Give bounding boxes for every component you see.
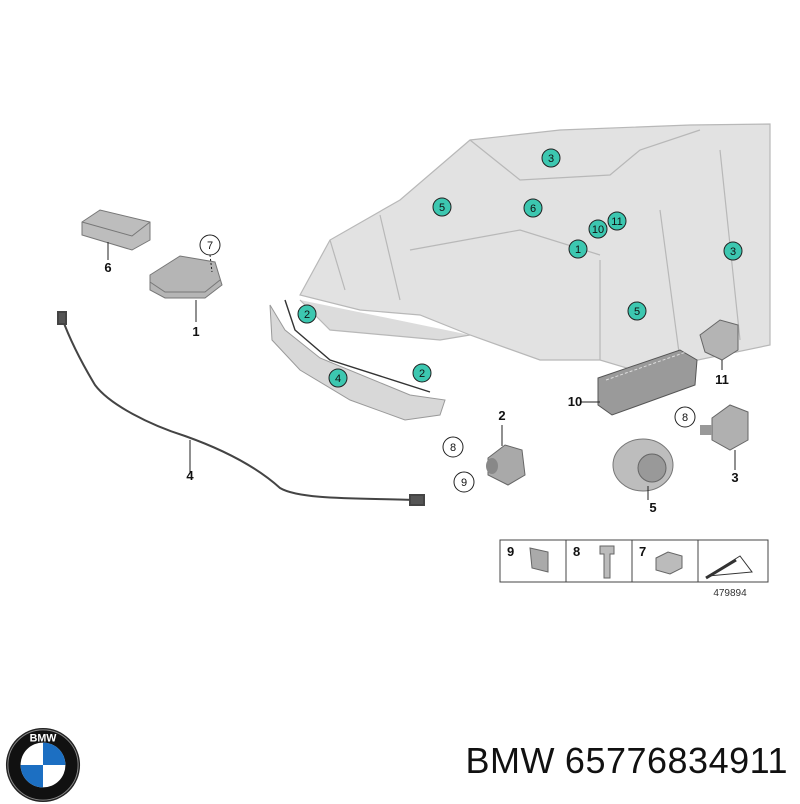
bumper-beam (269, 299, 446, 421)
diagram-ref-number: 479894 (713, 588, 747, 599)
logo-letters: BMW (30, 733, 58, 745)
hotspot-10-marker (588, 219, 608, 239)
part-number: 65776834911 (564, 740, 788, 781)
hotspot-1-marker (568, 239, 588, 259)
hotspot-11-marker (607, 211, 627, 231)
callout-6: 6 (104, 260, 111, 275)
part-5-sensor (612, 438, 674, 500)
bolt-icon (599, 545, 615, 579)
nut-icon (655, 551, 683, 575)
bracket-clip-icon (529, 547, 549, 573)
hardware-bubbles: 7 8 9 8 (199, 234, 696, 493)
hotspot-5-label: 5 (634, 306, 640, 318)
hotspot-3-label: 3 (730, 246, 736, 258)
hotspot-2-label: 2 (304, 309, 310, 321)
hotspot-5-marker (432, 197, 452, 217)
hotspot-4-label: 4 (335, 373, 341, 385)
callout-5: 5 (649, 500, 656, 515)
part-4-cable (57, 311, 425, 506)
hotspot-10-label: 10 (592, 224, 604, 236)
bmw-logo: BMW (5, 727, 81, 803)
part-6-module (81, 209, 151, 260)
callout-11: 11 (715, 372, 729, 387)
hotspot-2-label: 2 (419, 368, 425, 380)
brand-name: BMW (465, 740, 555, 781)
bubble-8-marker (442, 436, 464, 458)
bubble-7-label: 7 (207, 240, 213, 252)
hotspot-5-label: 5 (439, 202, 445, 214)
bubble-9-label: 9 (461, 477, 467, 489)
legend-item-7: 7 (639, 544, 646, 559)
hotspot-6-label: 6 (530, 203, 536, 215)
legend-item-9: 9 (507, 544, 514, 559)
bubble-9-marker (453, 471, 475, 493)
bubble-8-label: 8 (682, 412, 688, 424)
bubble-7-marker (199, 234, 221, 256)
hotspot-11-label: 11 (611, 216, 622, 228)
callout-4: 4 (186, 468, 194, 483)
callout-3: 3 (731, 470, 738, 485)
car-hotspots: 3 5 6 1 10 11 3 5 2 2 4 (297, 148, 743, 388)
hotspot-1-label: 1 (575, 244, 581, 256)
part-11-bracket (699, 319, 739, 370)
hardware-legend: 9 8 7 479894 (499, 539, 769, 599)
hotspot-6-marker (523, 198, 543, 218)
part-1-module (149, 254, 223, 322)
part-10-control-unit (580, 349, 698, 416)
callout-2: 2 (498, 408, 505, 423)
hotspot-3-marker (541, 148, 561, 168)
callout-10: 10 (568, 394, 582, 409)
hotspot-3-marker (723, 241, 743, 261)
hotspot-2-marker (297, 304, 317, 324)
hotspot-3-label: 3 (548, 153, 554, 165)
hotspot-5-marker (627, 301, 647, 321)
part-3-sensor (700, 404, 749, 470)
hotspot-2-marker (412, 363, 432, 383)
callout-numbers: 1 2 3 4 5 6 10 11 (104, 260, 738, 515)
part-2-sensor (486, 425, 526, 486)
callout-1: 1 (192, 324, 199, 339)
hotspot-4-marker (328, 368, 348, 388)
bubble-8-marker (674, 406, 696, 428)
bubble-8-label: 8 (450, 442, 456, 454)
legend-item-8: 8 (573, 544, 580, 559)
